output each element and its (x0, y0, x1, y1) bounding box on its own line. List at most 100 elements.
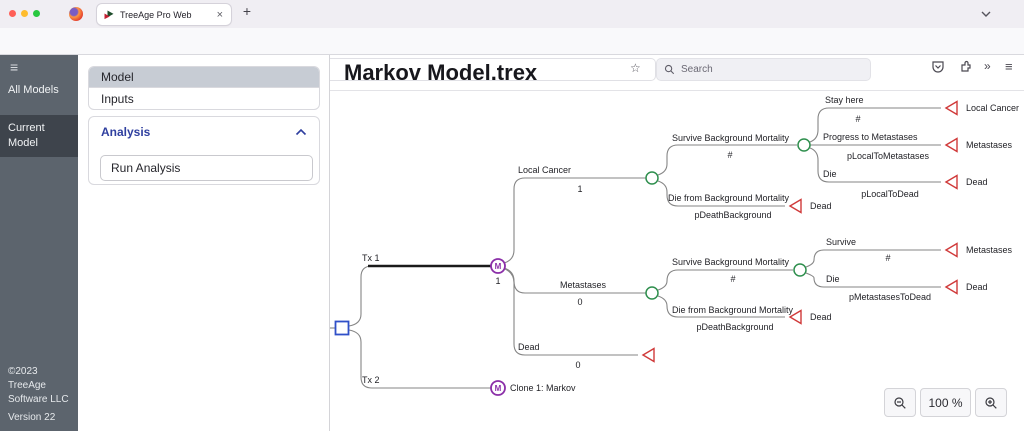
pocket-icon[interactable] (931, 60, 945, 74)
markov-node-tx2-clone[interactable] (490, 380, 506, 396)
terminal-node-dead[interactable] (944, 279, 958, 295)
zoom-out-icon (894, 396, 906, 409)
left-sidebar: ≡ All Models Current Model ©2023 TreeAge… (0, 55, 78, 431)
chance-node-metastases[interactable] (645, 286, 659, 300)
terminal-node-dead[interactable] (944, 174, 958, 190)
run-analysis-button[interactable]: Run Analysis (100, 155, 313, 181)
markov-node-tx1[interactable] (490, 258, 506, 274)
zoom-level-button[interactable]: 100 % (920, 388, 971, 417)
branch-dead-line (504, 268, 638, 356)
terminal-node-metastases[interactable] (944, 137, 958, 153)
firefox-icon[interactable] (69, 7, 83, 21)
terminal-label-dead: Dead (810, 201, 832, 211)
branch-label-lc-survive-bg: Survive Background Mortality (672, 133, 790, 143)
decision-node[interactable] (334, 320, 350, 336)
terminal-label-metastases: Metastases (966, 245, 1013, 255)
branch-prob-met-die: pMetastasesToDead (849, 292, 931, 302)
analysis-label: Analysis (101, 125, 151, 139)
chance-node-local-cancer[interactable] (645, 171, 659, 185)
branch-prob-met-die-bg: pDeathBackground (696, 322, 773, 332)
tab-close-icon[interactable]: × (216, 8, 223, 21)
title-divider (330, 90, 1024, 91)
version-text: Version 22 (8, 412, 56, 423)
tree-branch-lines (330, 107, 941, 389)
terminal-node-dead[interactable] (641, 347, 655, 363)
branch-prob-progress: pLocalToMetastases (847, 151, 930, 161)
analysis-card: Analysis Run Analysis (88, 116, 320, 185)
terminal-label-metastases: Metastases (966, 140, 1013, 150)
branch-prob-stay-here: # (855, 114, 860, 124)
list-tabs-chevron-down-icon[interactable] (978, 7, 994, 21)
branch-label-dead: Dead (518, 342, 540, 352)
analysis-header[interactable]: Analysis (89, 117, 319, 147)
markov-node-value: 1 (495, 276, 500, 286)
page-title: Markov Model.trex (344, 60, 538, 85)
branch-tx2-line (348, 329, 491, 389)
branch-label-met-survive-bg: Survive Background Mortality (672, 257, 790, 267)
terminal-node-dead[interactable] (788, 198, 802, 214)
branch-label-progress: Progress to Metastases (823, 132, 918, 142)
branch-lc-die-line (809, 147, 941, 183)
branch-label-tx2: Tx 2 (362, 375, 380, 385)
terminal-label-dead: Dead (810, 312, 832, 322)
branch-prob-lc-survive-bg: # (727, 150, 732, 160)
branch-met-die-bg-line (657, 295, 785, 318)
window-minimize-button[interactable] (21, 10, 28, 17)
copyright-text: ©2023 TreeAge Software LLC (8, 366, 69, 405)
branch-label-met-die-bg: Die from Background Mortality (672, 305, 794, 315)
zoom-in-button[interactable] (975, 388, 1007, 417)
branch-label-metastases: Metastases (560, 280, 607, 290)
branch-label-met-survive: Survive (826, 237, 856, 247)
app-menu-icon[interactable]: ≡ (1005, 59, 1013, 74)
bookmark-star-icon[interactable]: ☆ (630, 61, 641, 75)
navigation-toolbar: ← → ⟳ https://tpweb.treeage.com/model ☆ (0, 28, 1024, 80)
branch-met-survive-bg-line (657, 269, 793, 291)
chance-node-met-survive[interactable] (793, 263, 807, 277)
branch-lc-die-bg-line (657, 180, 785, 207)
chevron-up-icon[interactable] (295, 128, 307, 136)
search-bar[interactable] (657, 59, 870, 80)
branch-label-lc-die: Die (823, 169, 837, 179)
markov-node-letter: M (495, 384, 502, 393)
branch-prob-lc-die-bg: pDeathBackground (694, 210, 771, 220)
branch-prob-dead: 0 (575, 360, 580, 370)
markov-node-letter: M (495, 262, 502, 271)
search-input[interactable] (681, 64, 831, 75)
terminal-node-metastases[interactable] (944, 242, 958, 258)
branch-label-local-cancer: Local Cancer (518, 165, 571, 175)
zoom-in-icon (985, 396, 997, 409)
zoom-out-button[interactable] (884, 388, 916, 417)
sidebar-footer: ©2023 TreeAge Software LLC Version 22 (8, 365, 74, 425)
window-close-button[interactable] (9, 10, 16, 17)
branch-prob-lc-die: pLocalToDead (861, 189, 919, 199)
branch-lc-survive-bg-line (657, 144, 797, 176)
sidebar-item-all-models[interactable]: All Models (8, 84, 59, 96)
new-tab-button[interactable]: + (242, 3, 252, 19)
branch-label-lc-die-bg: Die from Background Mortality (668, 193, 790, 203)
branch-prob-met-survive-bg: # (730, 274, 735, 284)
tab-favicon-treeage-icon (104, 10, 114, 19)
branch-prob-metastases: 0 (577, 297, 582, 307)
markov-tree-canvas[interactable]: M M Tx 1 1 Tx 2 Clone 1: Markov Local Ca… (330, 90, 1024, 431)
branch-prob-local-cancer: 1 (577, 184, 582, 194)
sidebar-item-current-model[interactable]: Current Model (0, 115, 78, 157)
sidebar-menu-icon[interactable]: ≡ (10, 59, 19, 75)
branch-label-tx1: Tx 1 (362, 253, 380, 263)
tab-title: TreeAge Pro Web (120, 9, 192, 20)
panel-item-model[interactable]: Model (89, 67, 319, 88)
model-nav-card: Model Inputs (88, 66, 320, 110)
branch-met-die-line (805, 272, 941, 288)
extensions-icon[interactable] (959, 60, 973, 74)
branch-met-survive-line (805, 249, 941, 268)
terminal-node-local-cancer[interactable] (944, 100, 958, 116)
tab-bar: TreeAge Pro Web × + (0, 0, 1024, 28)
terminal-label-dead: Dead (966, 282, 988, 292)
tab-treeage[interactable]: TreeAge Pro Web × (97, 4, 231, 25)
terminal-node-dead[interactable] (788, 309, 802, 325)
branch-stay-here-line (809, 107, 941, 143)
window-zoom-button[interactable] (33, 10, 40, 17)
panel-item-inputs[interactable]: Inputs (101, 91, 134, 106)
chance-node-lc-survive[interactable] (797, 138, 811, 152)
overflow-chevron-icon[interactable]: » (984, 59, 991, 73)
